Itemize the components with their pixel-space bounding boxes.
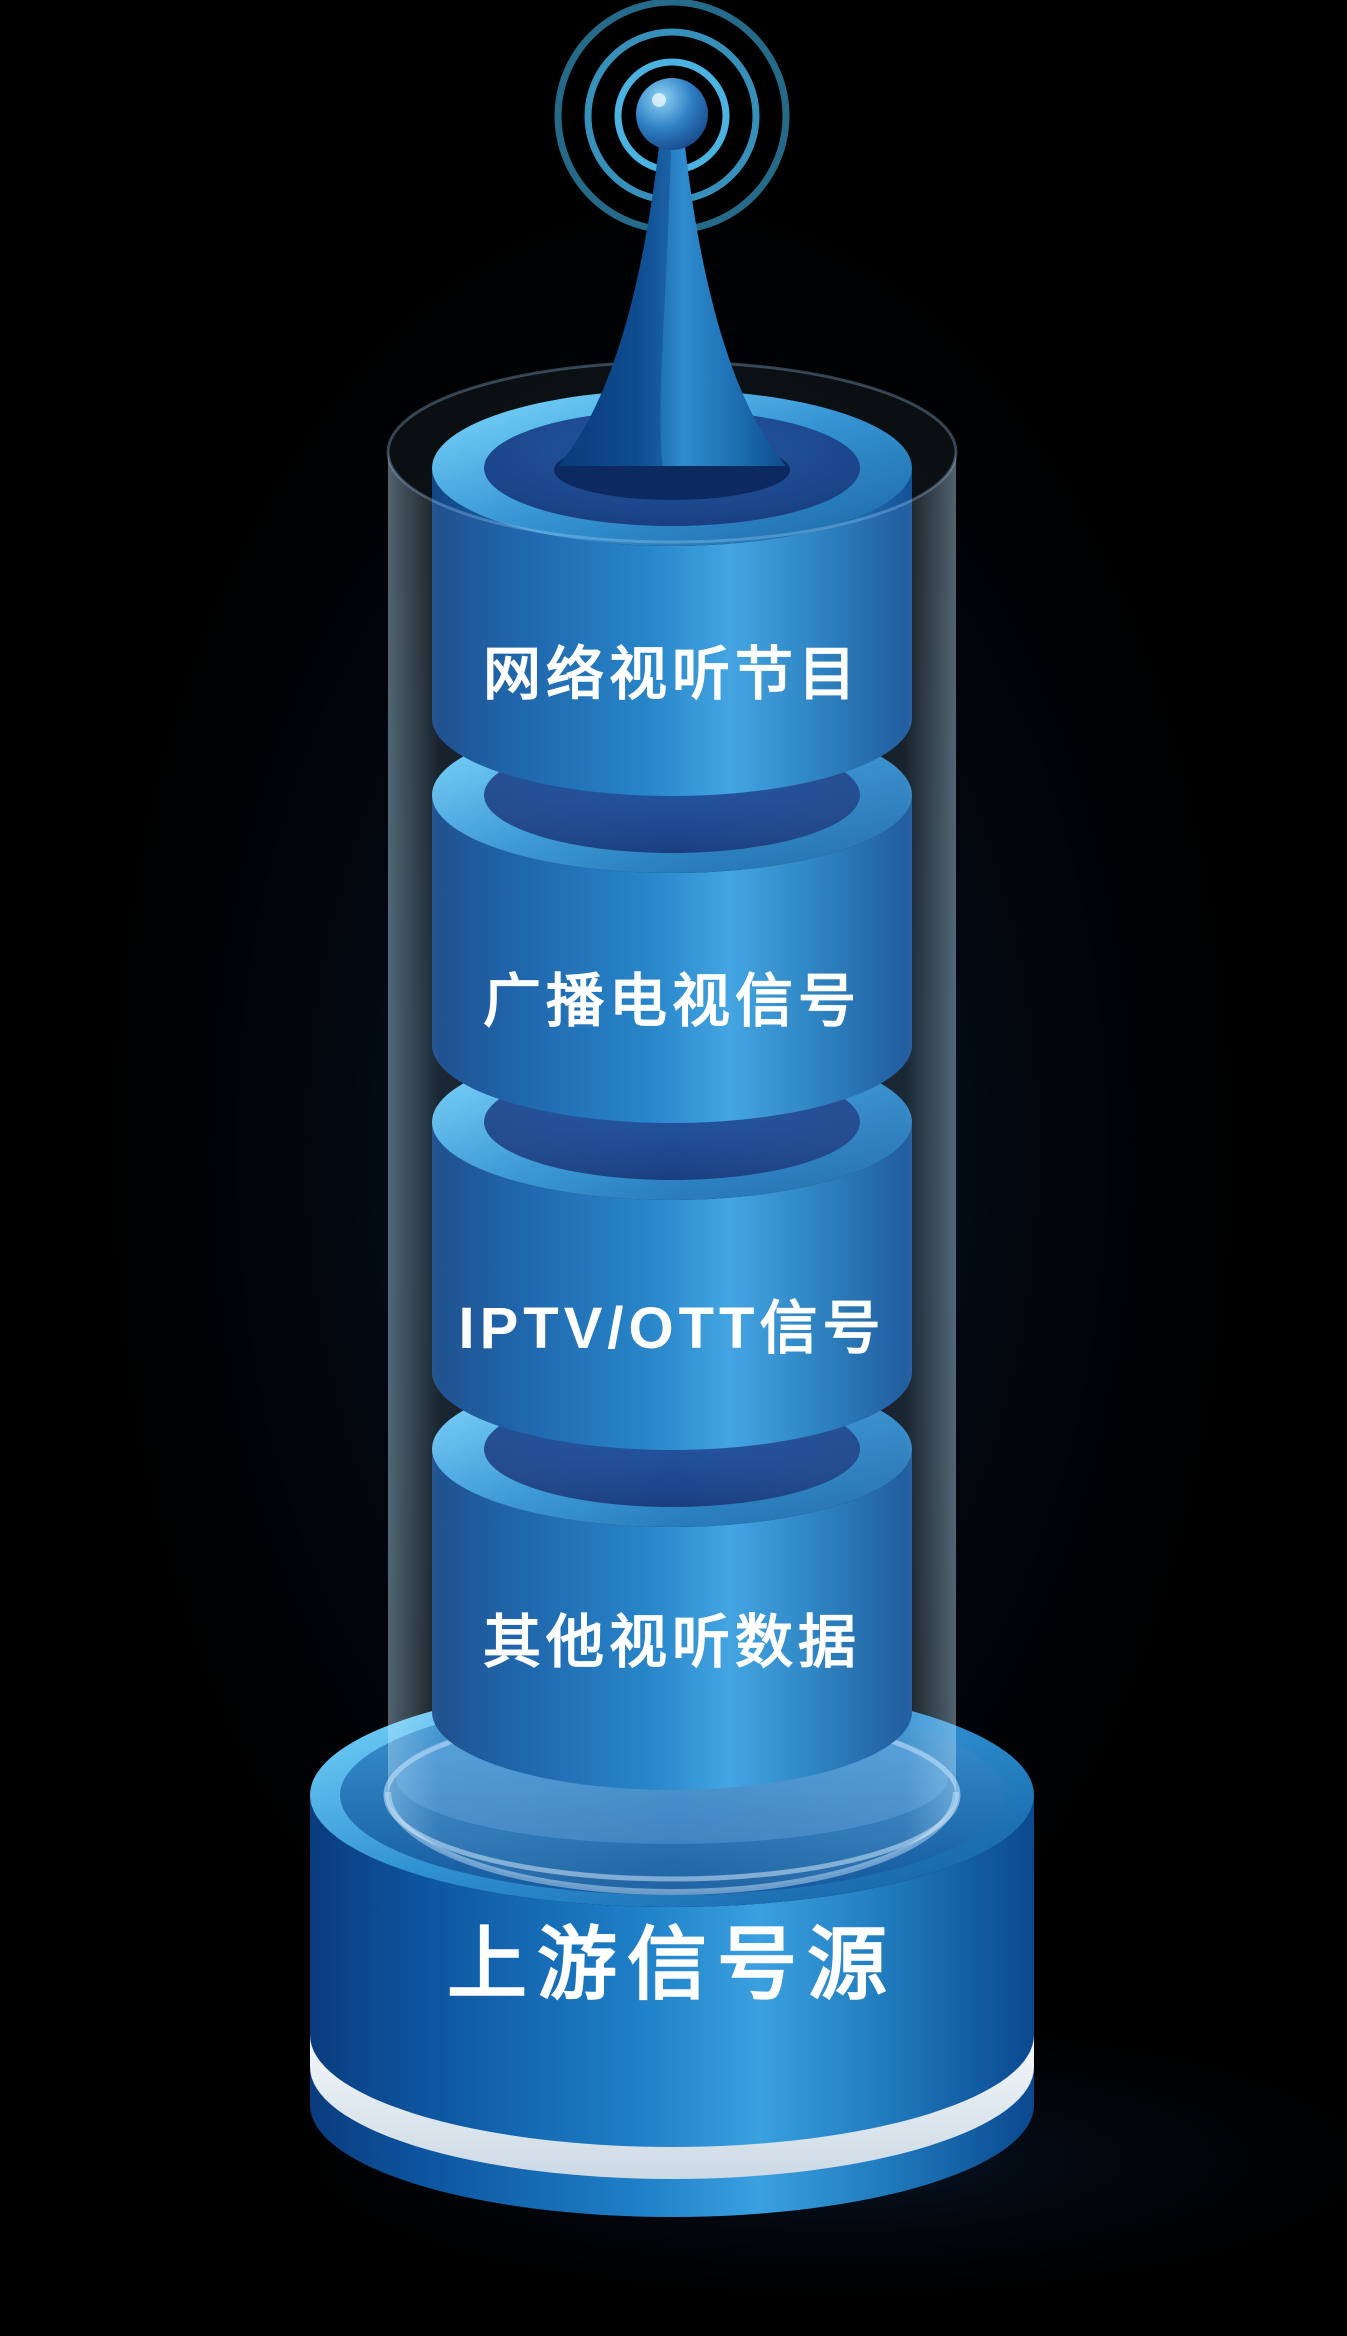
antenna-ball-highlight <box>652 93 666 107</box>
glass-wall <box>388 452 956 1892</box>
antenna-ball <box>636 78 708 150</box>
base-label: 上游信号源 <box>447 1920 897 2009</box>
segment-label-1: 网络视听节目 <box>483 642 861 707</box>
segment-label-2: 广播电视信号 <box>483 969 861 1034</box>
antenna-cone-shading <box>558 146 671 466</box>
antenna-cone <box>558 146 786 466</box>
segment-label-3: IPTV/OTT信号 <box>458 1296 885 1361</box>
segment-label-4: 其他视听数据 <box>483 1610 861 1675</box>
glass-bottom-highlight <box>385 1791 959 1895</box>
glass-cylinder <box>385 360 959 1895</box>
segment-labels: 网络视听节目 广播电视信号 IPTV/OTT信号 其他视听数据 <box>458 642 885 1675</box>
base-body <box>310 1795 1034 2217</box>
base-stripe <box>310 2035 1034 2179</box>
broadcast-antenna-icon <box>554 0 790 500</box>
